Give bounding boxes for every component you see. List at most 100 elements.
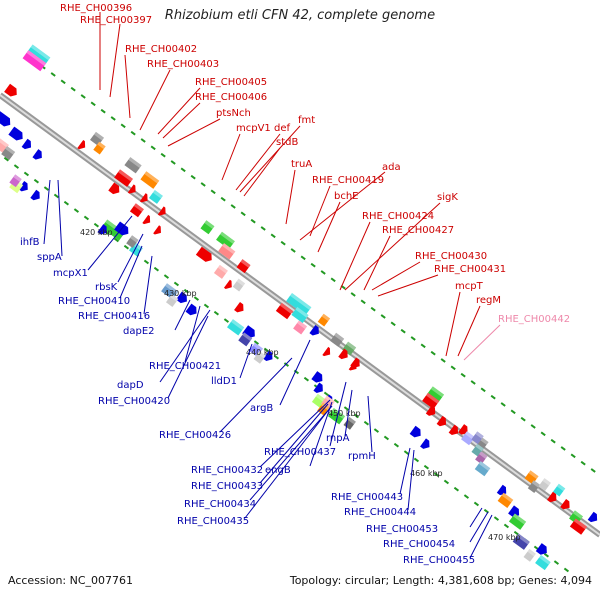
scale-tick xyxy=(43,186,50,191)
scale-tick xyxy=(453,486,460,492)
gene-block-highlight xyxy=(321,313,331,322)
gene-feature xyxy=(236,259,251,274)
scale-tick xyxy=(353,413,360,419)
gene-feature xyxy=(311,371,323,383)
gene-block-highlight xyxy=(430,386,445,398)
gene-feature xyxy=(313,382,323,393)
leader-line xyxy=(219,357,293,433)
gene-feature xyxy=(165,294,179,308)
gene-arrow xyxy=(21,138,32,150)
gene-label: RHE_CH00430 xyxy=(415,251,487,262)
scale-tick xyxy=(563,567,570,573)
gene-block xyxy=(291,306,309,324)
gene-arrow xyxy=(127,184,136,194)
leader-line xyxy=(259,399,331,468)
gene-arrow xyxy=(311,371,323,383)
gene-block xyxy=(227,319,245,336)
gene-block xyxy=(213,264,228,279)
scale-tick xyxy=(383,435,390,441)
gene-block xyxy=(218,243,236,260)
scale-tick xyxy=(590,468,596,473)
gene-feature xyxy=(535,543,547,555)
leader-line xyxy=(157,87,201,135)
gene-label: truA xyxy=(291,159,312,170)
gene-arrow xyxy=(322,346,331,357)
scale-tick xyxy=(470,380,476,385)
gene-block-highlight xyxy=(528,470,539,479)
gene-block xyxy=(26,44,51,66)
scale-tick xyxy=(240,211,246,217)
gene-feature xyxy=(140,171,160,189)
gene-feature xyxy=(422,392,440,410)
gene-block-highlight xyxy=(346,341,357,351)
gene-block-highlight xyxy=(325,395,336,405)
scale-tick xyxy=(360,299,366,305)
gene-arrow xyxy=(458,424,468,435)
gene-label: RHE_CH00433 xyxy=(191,481,263,492)
gene-block-highlight xyxy=(531,480,541,488)
gene-block xyxy=(475,451,488,465)
gene-feature xyxy=(175,291,187,304)
gene-block xyxy=(140,171,160,189)
gene-label: ihfB xyxy=(20,237,40,248)
gene-block-highlight xyxy=(217,264,228,274)
gene-block-highlight xyxy=(295,306,309,318)
gene-label: RHE_CH00406 xyxy=(195,92,267,103)
scale-tick xyxy=(200,182,206,187)
scale-tick xyxy=(263,347,270,353)
leader-line xyxy=(309,401,333,467)
gene-block xyxy=(275,302,294,320)
gene-label: argB xyxy=(250,403,273,414)
gene-feature xyxy=(21,138,32,150)
leader-line xyxy=(243,147,281,197)
gene-feature xyxy=(338,348,348,360)
gene-block-highlight xyxy=(279,302,294,314)
gene-feature xyxy=(436,415,447,427)
gene-feature xyxy=(200,220,215,235)
gene-feature xyxy=(223,279,232,289)
gene-feature xyxy=(409,425,421,438)
scale-tick xyxy=(520,416,526,422)
scale-tick xyxy=(253,340,260,345)
scale-tick xyxy=(120,123,126,129)
gene-label: RHE_CH00416 xyxy=(78,311,150,322)
scale-tick xyxy=(403,450,410,455)
scale-tick xyxy=(503,523,510,529)
gene-label: RHE_CH00453 xyxy=(366,524,438,535)
gene-feature xyxy=(108,182,120,195)
scale-tick xyxy=(140,138,146,143)
gene-feature xyxy=(552,483,566,497)
scale-tick xyxy=(183,288,190,294)
leader-line xyxy=(469,511,489,543)
gene-block xyxy=(9,174,22,188)
gene-feature xyxy=(569,518,588,535)
gene-feature xyxy=(253,350,266,364)
scale-tick xyxy=(550,438,556,444)
gene-block-highlight xyxy=(290,293,312,310)
gene-block-highlight xyxy=(133,203,144,212)
leader-line xyxy=(167,118,221,147)
scale-tick xyxy=(363,420,370,426)
gene-feature xyxy=(8,126,23,141)
gene-feature xyxy=(475,451,488,465)
kbp-label: 420 kbp xyxy=(80,228,113,237)
gene-block-highlight xyxy=(219,231,235,244)
gene-feature xyxy=(124,157,142,174)
gene-arrow xyxy=(508,505,520,518)
gene-label: RHE_CH00444 xyxy=(344,507,416,518)
gene-block xyxy=(327,408,346,425)
scale-tick xyxy=(490,394,496,400)
gene-label: ptsNch xyxy=(216,108,251,119)
gene-arrow xyxy=(0,107,11,127)
gene-feature xyxy=(4,83,17,97)
gene-block xyxy=(552,483,566,497)
scale-tick xyxy=(123,244,130,250)
scale-tick xyxy=(3,156,10,162)
gene-block xyxy=(471,443,484,457)
gene-arrow xyxy=(8,126,23,141)
gene-arrow xyxy=(420,438,430,449)
gene-block-highlight xyxy=(93,131,104,141)
gene-feature xyxy=(90,131,104,146)
scale-tick xyxy=(500,402,506,407)
